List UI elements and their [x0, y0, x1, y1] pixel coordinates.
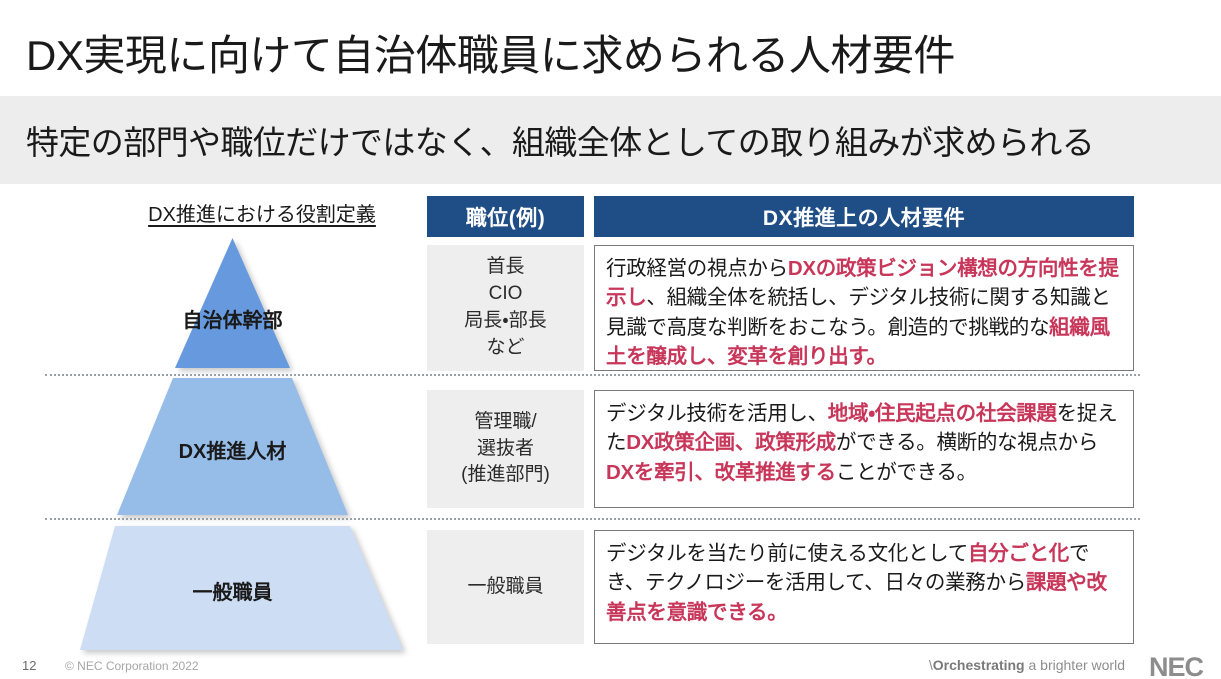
cell-requirement-3: デジタルを当たり前に使える文化として自分ごと化でき、テクノロジーを活用して、日々… [594, 530, 1134, 644]
cell-requirement-2: デジタル技術を活用し、地域・住民起点の社会課題を捉えたDX政策企画、政策形成がで… [594, 390, 1134, 508]
tagline-orchestrating: Orchestrating [932, 657, 1025, 673]
body-text: 行政経営の視点から [606, 257, 788, 280]
column-header-requirement: DX推進上の人材要件 [594, 196, 1134, 237]
footer-copyright: © NEC Corporation 2022 [65, 659, 199, 673]
row-divider-2 [45, 518, 1140, 520]
highlighted-text: DXの政策ビジョン構想の方向性を提示し [606, 257, 1119, 310]
pyramid-tier-top-shape [175, 238, 290, 368]
pyramid-tier-middle-shape [117, 378, 348, 515]
highlighted-text: DX政策企画、政策形成 [626, 431, 836, 455]
highlighted-text: 地域・住民起点の社会課題 [827, 402, 1057, 425]
body-text: デジタル技術を活用し、 [606, 402, 828, 425]
body-text: でき、テクノロジーを活用して、日々の業務から [606, 542, 1090, 595]
cell-requirement-1: 行政経営の視点からDXの政策ビジョン構想の方向性を提示し、組織全体を統括し、デジ… [594, 245, 1134, 371]
body-text: ことができる。 [835, 460, 977, 484]
cell-position-3: 一般職員 [427, 530, 584, 644]
pyramid-tier-bottom-shape [80, 526, 403, 650]
pyramid-column-heading: DX推進における役割定義 [148, 204, 376, 226]
tagline-slash: \ [928, 657, 933, 673]
page-title: DX実現に向けて自治体職員に求められる人材要件 [26, 31, 955, 79]
highlighted-text: 課題や改善点を意識できる。 [606, 571, 1107, 624]
tagline-rest: a brighter world [1024, 657, 1125, 673]
column-header-position: 職位(例) [427, 196, 584, 237]
nec-logo: NEC [1148, 652, 1204, 679]
pyramid-diagram: 自治体幹部 DX推進人材 一般職員 [45, 238, 420, 650]
footer-page-number: 12 [22, 658, 37, 673]
body-text: ができる。横断的な視点から [835, 431, 1099, 455]
body-text: デジタルを当たり前に使える文化として [606, 542, 968, 565]
slide-subtitle: 特定の部門や職位だけではなく、組織全体としての取り組みが求められる [26, 124, 1095, 161]
footer-tagline: \Orchestrating a brighter world [929, 657, 1125, 673]
row-divider-1 [45, 374, 1140, 376]
highlighted-text: 組織風土を醸成し、変革を創り出す。 [606, 315, 1110, 368]
highlighted-text: DXを牽引、改革推進する [606, 460, 836, 484]
highlighted-text: 自分ごと化 [967, 542, 1069, 565]
body-text: 、組織全体を統括し、デジタル技術に関する知識と見識で高度な判断をおこなう。創造的… [606, 286, 1111, 339]
subtitle-band [0, 96, 1221, 184]
cell-position-2: 管理職/選抜者(推進部門) [427, 390, 584, 508]
body-text: を捉えた [606, 402, 1118, 455]
